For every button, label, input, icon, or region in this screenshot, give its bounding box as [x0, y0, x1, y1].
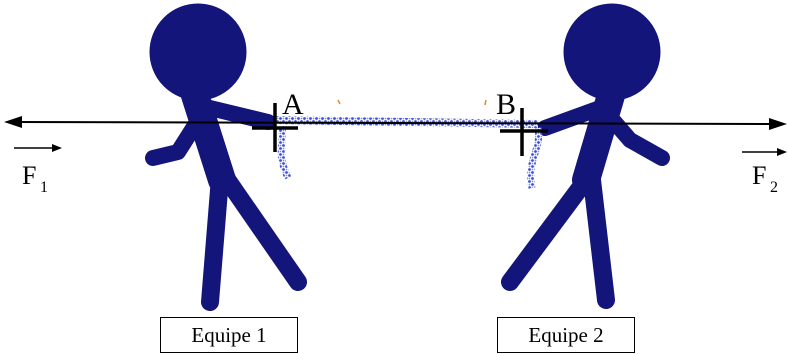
vector-arrow-icon: [52, 144, 62, 152]
force-f1-subscript: 1: [40, 179, 48, 196]
rope: [275, 116, 543, 189]
arrowhead-right-icon: [769, 118, 787, 130]
force-f1: F 1: [14, 144, 62, 196]
vector-arrow-icon: [777, 148, 787, 156]
person-team-2: [501, 3, 670, 309]
point-b-cross: [500, 108, 548, 156]
force-f2-subscript: 2: [770, 179, 778, 196]
line-of-action: [4, 116, 787, 130]
point-a-label: A: [282, 88, 304, 121]
point-b-label: B: [496, 88, 516, 121]
person-team-1: [145, 3, 307, 311]
right-arm-person-1: [202, 100, 276, 130]
force-f2-letter: F: [752, 161, 766, 190]
tick-mark: [484, 99, 487, 106]
right-leg-person-1: [217, 169, 307, 291]
left-arm-person-2: [537, 100, 608, 136]
team-1-label: Equipe 1: [160, 317, 298, 353]
left-leg-person-1: [201, 169, 229, 311]
force-f1-letter: F: [22, 161, 36, 190]
team-2-label: Equipe 2: [497, 317, 635, 353]
right-arm-person-2: [596, 102, 670, 166]
tick-mark: [337, 99, 341, 105]
force-f2: F 2: [742, 148, 787, 196]
right-leg-person-2: [583, 171, 615, 309]
point-a-cross: [252, 103, 298, 152]
arrowhead-left-icon: [4, 116, 22, 128]
left-leg-person-2: [501, 171, 595, 291]
